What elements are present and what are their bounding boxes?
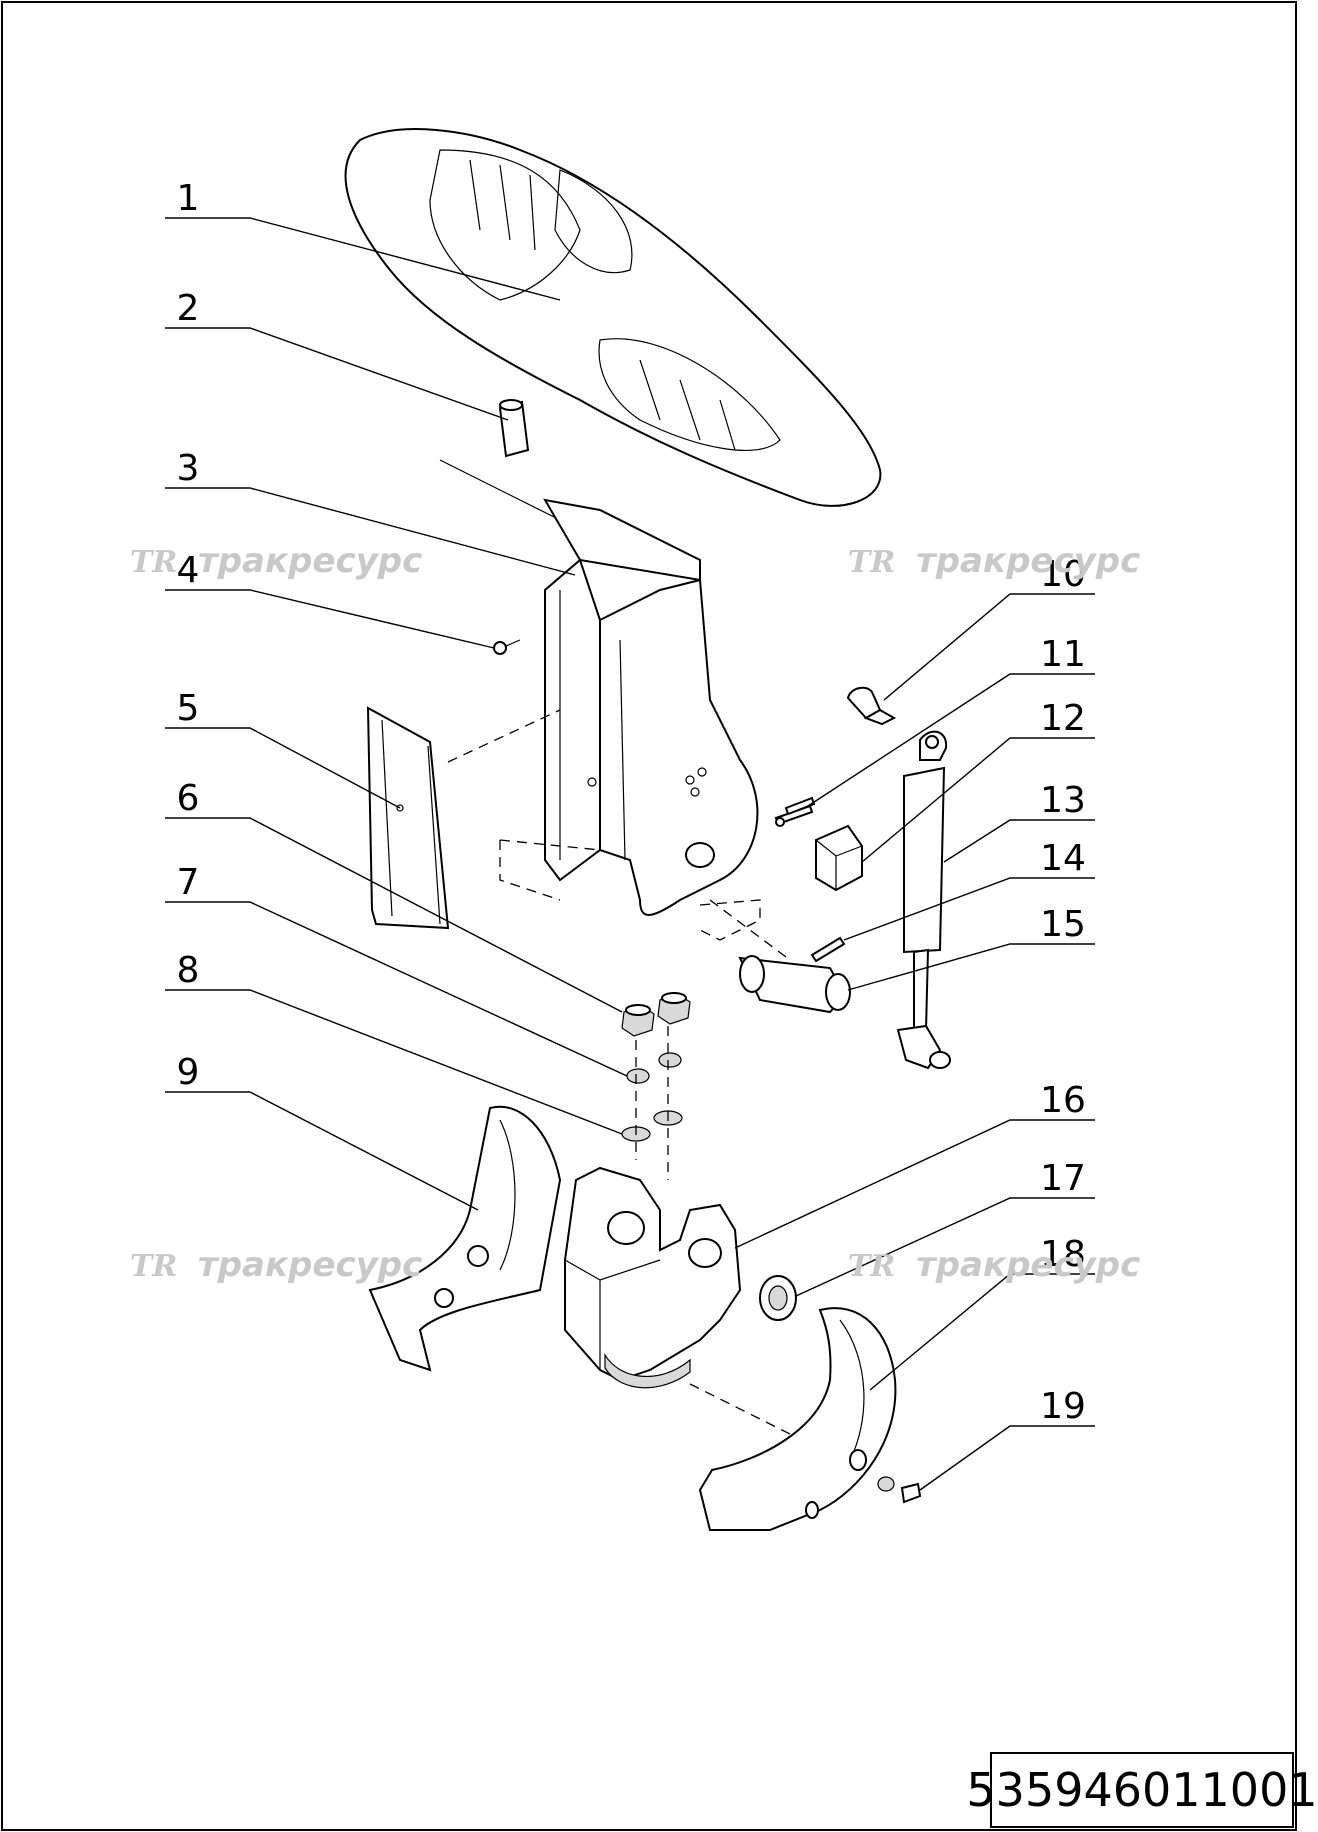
callout-1: 1 xyxy=(177,178,200,219)
part-support-bracket xyxy=(543,498,759,916)
callout-6: 6 xyxy=(177,778,200,819)
part-axle-shaft xyxy=(499,839,851,1014)
watermark-logo-2: TR xyxy=(848,545,895,580)
callout-18: 18 xyxy=(1040,1234,1086,1275)
watermark-logo-3: TR xyxy=(130,1249,177,1284)
watermark-text-3: тракресурс xyxy=(198,1245,422,1285)
part-seat-cushion xyxy=(344,128,882,507)
watermark-logo-1: TR xyxy=(130,545,177,580)
callout-7: 7 xyxy=(177,862,200,903)
part-slide-rail xyxy=(366,706,561,930)
callout-19: 19 xyxy=(1040,1386,1086,1427)
part-right-cover xyxy=(698,1307,897,1531)
watermark-top-right: TR тракресурс xyxy=(848,541,1140,581)
watermark-text-4: тракресурс xyxy=(916,1245,1140,1285)
callout-numbers: 1 2 3 4 5 6 7 8 9 10 11 12 13 14 15 16 1… xyxy=(177,178,1086,1427)
part-screw-4 xyxy=(493,639,521,655)
document-number: 535946011001 xyxy=(966,1763,1318,1817)
part-gas-spring xyxy=(896,730,951,1070)
callout-11: 11 xyxy=(1040,634,1086,675)
part-nuts-washers xyxy=(621,992,691,1180)
callout-12: 12 xyxy=(1040,698,1086,739)
watermark-bottom-right: TR тракресурс xyxy=(848,1245,1140,1285)
callout-2: 2 xyxy=(177,288,200,329)
callout-16: 16 xyxy=(1040,1080,1086,1121)
callout-17: 17 xyxy=(1040,1158,1086,1199)
part-seat-base xyxy=(564,1166,851,1465)
part-bushing xyxy=(759,1275,797,1321)
callout-13: 13 xyxy=(1040,780,1086,821)
part-block-12 xyxy=(815,824,863,892)
part-screw-19 xyxy=(877,1476,922,1504)
callout-3: 3 xyxy=(177,448,200,489)
watermark-top-left: TR тракресурс xyxy=(130,541,422,581)
callout-10: 10 xyxy=(1040,554,1086,595)
callout-9: 9 xyxy=(177,1052,200,1093)
callout-4: 4 xyxy=(177,550,200,591)
watermark-bottom-left: TR тракресурс xyxy=(130,1245,422,1285)
callout-15: 15 xyxy=(1040,904,1086,945)
part-bolt-11 xyxy=(774,796,816,827)
callout-8: 8 xyxy=(177,950,200,991)
callout-leaders xyxy=(165,217,1095,1491)
watermarks: TR тракресурс TR тракресурс TR тракресур… xyxy=(130,541,1140,1285)
watermark-text-1: тракресурс xyxy=(198,541,422,581)
part-left-cover xyxy=(368,1105,562,1372)
part-pin-14 xyxy=(810,936,846,963)
watermark-logo-4: TR xyxy=(848,1249,895,1284)
watermark-text-2: тракресурс xyxy=(916,541,1140,581)
part-sleeve xyxy=(439,399,561,521)
part-bolt-10 xyxy=(846,686,897,726)
callout-5: 5 xyxy=(177,688,200,729)
callout-14: 14 xyxy=(1040,838,1086,879)
title-block: 535946011001 xyxy=(966,1752,1318,1828)
